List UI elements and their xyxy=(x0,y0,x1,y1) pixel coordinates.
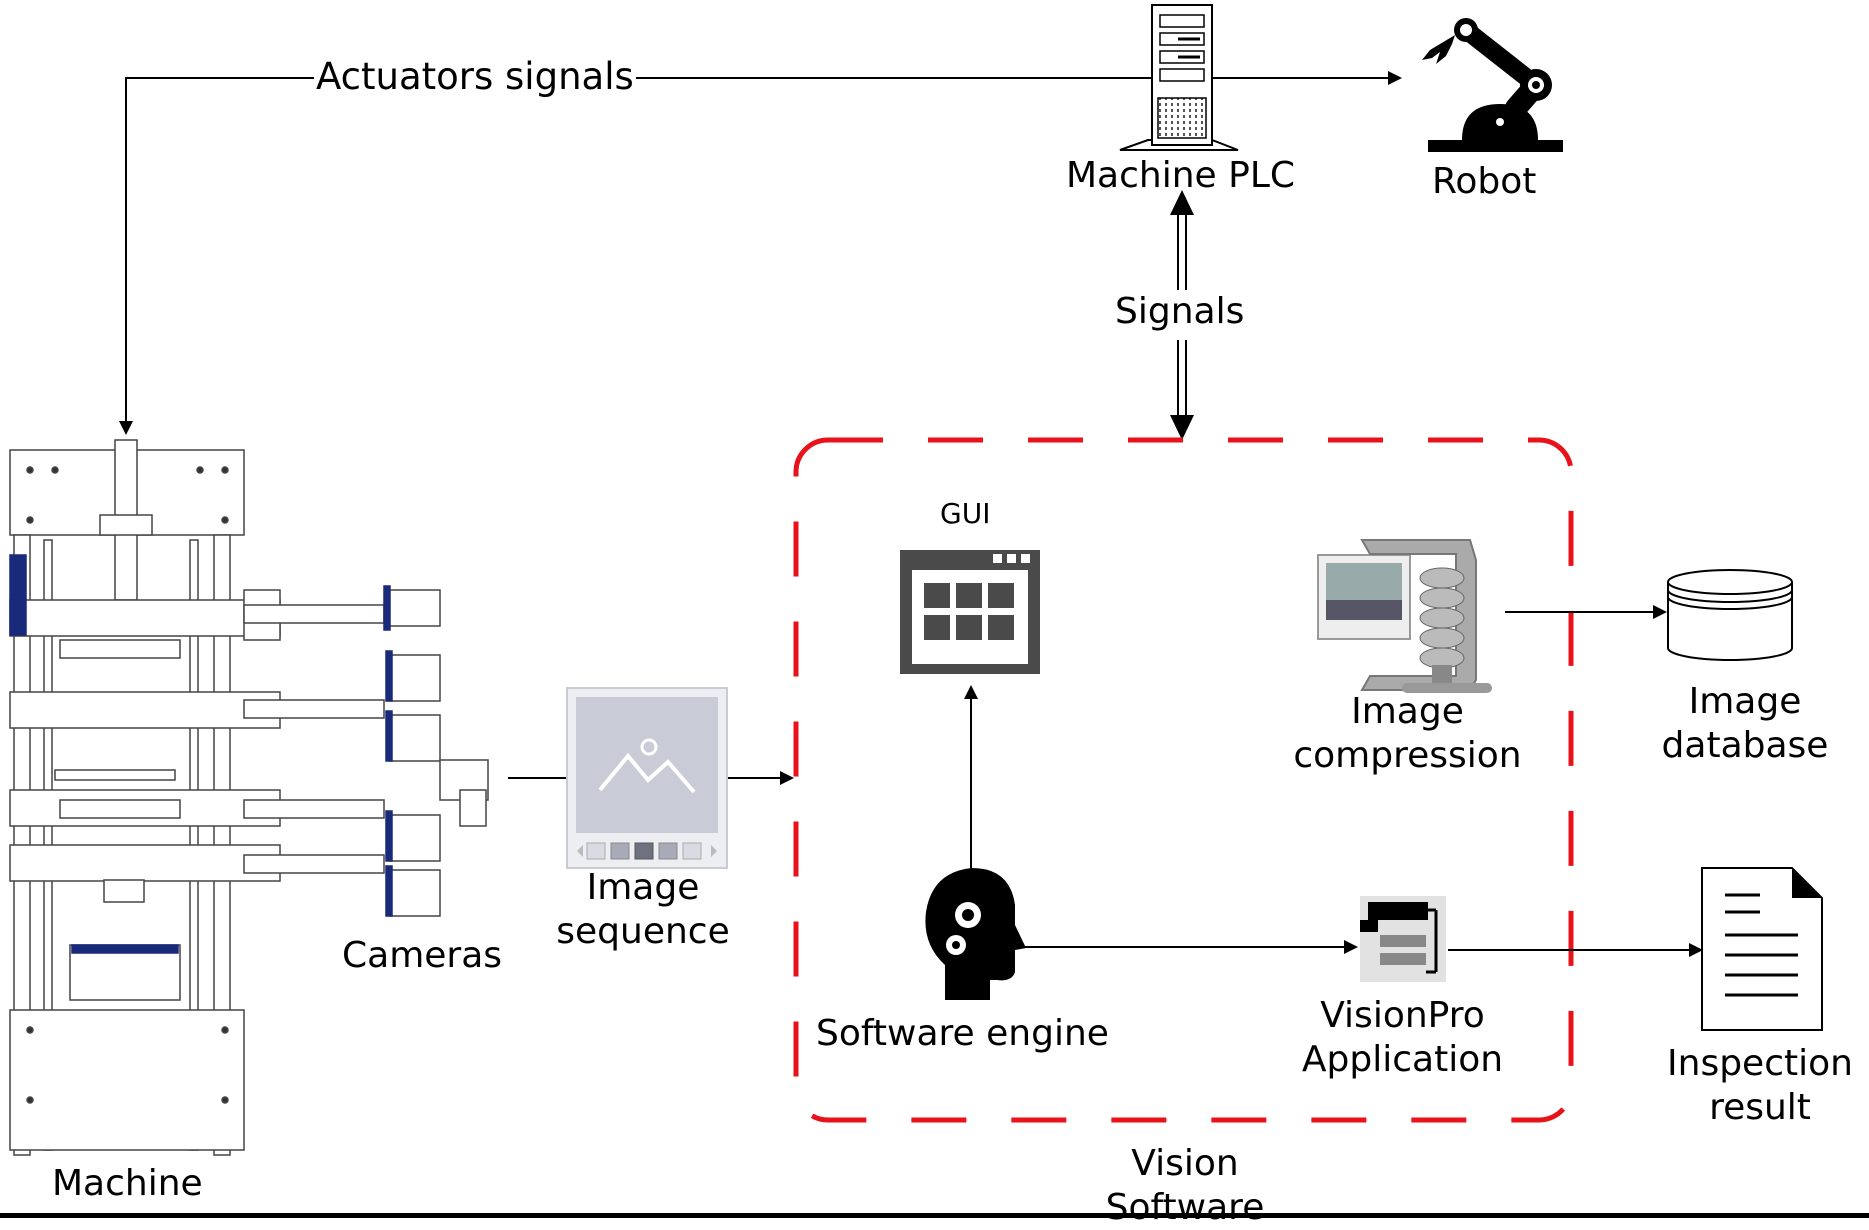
camera-icon xyxy=(383,585,489,917)
gui-window-icon xyxy=(900,550,1040,674)
compression-vise-icon xyxy=(1317,539,1492,693)
cameras-label: Cameras xyxy=(342,935,503,976)
machine-drawing xyxy=(9,439,385,1156)
vision-software-line1: Vision xyxy=(1131,1143,1239,1184)
image-compression-label: Image compression xyxy=(1285,690,1530,778)
inspection-line1: Inspection xyxy=(1667,1043,1853,1084)
inspection-line2: result xyxy=(1709,1087,1811,1128)
gui-label: GUI xyxy=(940,497,991,530)
visionpro-line1: VisionPro xyxy=(1320,995,1485,1036)
machine-plc-label: Machine PLC xyxy=(1066,155,1296,196)
software-engine-label: Software engine xyxy=(816,1013,1109,1054)
image-sequence-line2: sequence xyxy=(556,911,730,952)
image-sequence-label: Image sequence xyxy=(548,866,738,954)
robot-arm-icon xyxy=(1422,18,1563,152)
database-icon xyxy=(1667,569,1793,661)
signals-double-arrow xyxy=(1170,190,1194,440)
head-gears-icon xyxy=(925,868,1026,1000)
visionpro-icon xyxy=(1360,896,1446,982)
document-icon xyxy=(1701,867,1823,1031)
signals-label: Signals xyxy=(1115,291,1245,332)
image-placeholder-icon xyxy=(566,687,728,869)
image-sequence-line1: Image xyxy=(586,867,700,908)
bottom-edge-bar xyxy=(0,1213,1869,1218)
vision-software-line2: Software xyxy=(1105,1187,1265,1228)
actuators-signals-label: Actuators signals xyxy=(314,55,636,98)
image-compression-line1: Image xyxy=(1351,691,1464,732)
inspection-result-label: Inspection result xyxy=(1660,1042,1860,1130)
actuators-signal-connector xyxy=(119,71,1402,435)
image-database-line2: database xyxy=(1661,725,1829,766)
server-icon xyxy=(1119,4,1239,151)
machine-label: Machine xyxy=(52,1163,203,1204)
robot-label: Robot xyxy=(1432,161,1537,202)
visionpro-label: VisionPro Application xyxy=(1280,994,1525,1082)
image-compression-line2: compression xyxy=(1293,735,1522,776)
image-database-line1: Image xyxy=(1688,681,1802,722)
visionpro-line2: Application xyxy=(1301,1039,1504,1080)
image-database-label: Image database xyxy=(1650,680,1840,768)
